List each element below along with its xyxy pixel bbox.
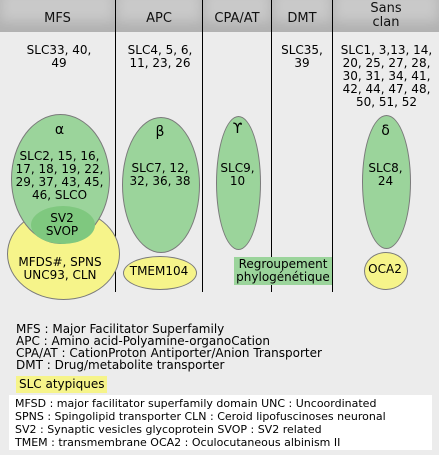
gamma-members: SLC9, 10 xyxy=(220,161,255,188)
column-header-dmt: DMT xyxy=(287,11,317,26)
divider-line xyxy=(271,0,272,292)
sans-clan-members: SLC1, 3,13, 14, 20, 25, 27, 28, 30, 31, … xyxy=(340,43,433,109)
column-header-cpa-at: CPA/AT xyxy=(214,11,260,26)
gamma-symbol: ϒ xyxy=(232,121,243,137)
overlap-region xyxy=(31,206,95,244)
beta-members: SLC7, 12, 32, 36, 38 xyxy=(129,161,191,188)
legend-line: CPA/AT : CationProton Antiporter/Anion T… xyxy=(16,346,322,360)
tmem-oval xyxy=(123,256,197,290)
dmt-members: SLC35, 39 xyxy=(281,43,323,70)
atypical-slc-title: SLC atypiques xyxy=(16,376,108,393)
mfs-yellow-members: MFDS#, SPNS UNC93, CLN xyxy=(18,255,102,282)
divider-line xyxy=(202,0,203,292)
header-sans-clan: Sans clan xyxy=(333,0,439,32)
header-dmt: DMT xyxy=(272,0,332,32)
oca2-oval xyxy=(364,252,408,290)
overlap-members: SV2 SVOP xyxy=(45,211,79,238)
column-header-mfs: MFS xyxy=(44,11,71,26)
legend-line: MFS : Major Facilitator Superfamily xyxy=(16,322,225,336)
mfs-members: SLC33, 40, 49 xyxy=(26,43,92,70)
header-mfs: MFS xyxy=(0,0,115,32)
atypical-definition: TMEM : transmembrane OCA2 : Oculocutaneo… xyxy=(15,436,341,449)
phylogenetic-grouping-label: Regroupement phylogénétique xyxy=(234,257,332,285)
atypical-definition: MFSD : major facilitator superfamily dom… xyxy=(15,397,377,410)
legend-line: DMT : Drug/metabolite transporter xyxy=(16,358,225,372)
alpha-members: SLC2, 15, 16, 17, 18, 19, 22, 29, 37, 43… xyxy=(15,149,104,202)
alpha-symbol: α xyxy=(54,122,65,138)
delta-symbol: δ xyxy=(381,123,390,139)
divider-line xyxy=(332,0,333,292)
header-apc: APC xyxy=(116,0,202,32)
oca2-label: OCA2 xyxy=(368,262,402,276)
delta-members: SLC8, 24 xyxy=(368,161,403,188)
atypical-definitions-box: MFSD : major facilitator superfamily dom… xyxy=(9,395,432,450)
legend-line: APC : Amino acid-Polyamine-organoCation xyxy=(16,334,270,348)
atypical-definition: SPNS : Spingolipid transporter CLN : Cer… xyxy=(15,410,386,423)
beta-symbol: β xyxy=(155,124,165,140)
divider-line xyxy=(115,0,116,292)
tmem-label: TMEM104 xyxy=(129,264,189,278)
column-header-apc: APC xyxy=(146,11,172,26)
apc-members: SLC4, 5, 6, 11, 23, 26 xyxy=(127,43,193,70)
beta-oval xyxy=(122,117,200,253)
gamma-oval xyxy=(216,116,261,250)
column-header-sans-clan: Sans clan xyxy=(370,1,402,30)
atypical-definition: SV2 : Synaptic vesicles glycoprotein SVO… xyxy=(15,423,322,436)
delta-oval xyxy=(362,115,411,249)
header-cpa-at: CPA/AT xyxy=(203,0,271,32)
